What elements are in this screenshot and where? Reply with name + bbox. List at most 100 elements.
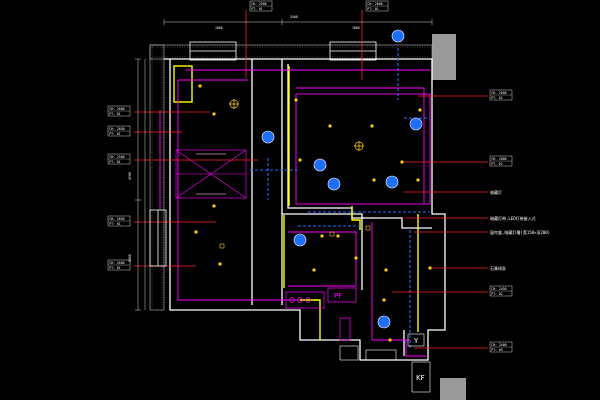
downlight-icon <box>294 98 298 102</box>
vent-icon <box>329 231 335 237</box>
downlight-icon <box>218 262 222 266</box>
downlight-icon <box>194 230 198 234</box>
downlight-icon <box>212 112 216 116</box>
sprinkler-icon <box>409 117 423 131</box>
tag-line2: PT: 01 <box>251 7 263 11</box>
dim-left-overall: 4500 <box>128 172 132 180</box>
fixture-mark-pf: PF <box>334 292 342 300</box>
downlight-icon <box>312 268 316 272</box>
walls <box>164 58 446 361</box>
tag-line2: PT: 01 <box>109 160 121 164</box>
vent-icon <box>219 243 225 249</box>
downlight-icon <box>212 204 216 208</box>
downlight-icon <box>400 160 404 164</box>
annotation-note: 窗帘盒,暗藏灯槽(宽150×深200) <box>490 229 550 235</box>
kitchen-fixtures <box>285 287 357 341</box>
exterior-block-bottom-right <box>440 378 466 400</box>
fixture-mark-y: Y <box>413 337 419 345</box>
tag-line1: CH: 2600 <box>109 107 124 111</box>
dim-top-overall: 3400 <box>290 15 298 19</box>
bath-fixtures <box>339 345 397 361</box>
tag-line2: PT: 02 <box>491 292 503 296</box>
sprinkler-icon <box>391 29 405 43</box>
downlight-icon <box>320 234 324 238</box>
downlight-icon <box>428 266 432 270</box>
fixture-mark-kf-box <box>411 361 431 393</box>
tag-line1: CH: 2450 <box>491 287 506 291</box>
wall-faces <box>173 65 419 340</box>
tag-line1: CH: 2500 <box>109 155 124 159</box>
downlight-icon <box>416 178 420 182</box>
pendant-light-icon <box>229 99 239 109</box>
corridor-hatch <box>175 149 247 199</box>
tag-line2: PT: 02 <box>491 162 503 166</box>
vent-icon <box>365 225 371 231</box>
dim-top-left: 1600 <box>215 26 223 30</box>
downlights <box>194 84 432 342</box>
downlight-icon <box>388 338 392 342</box>
duct-lines <box>250 48 430 350</box>
downlight-icon <box>384 268 388 272</box>
downlight-icon <box>372 178 376 182</box>
ceiling-lights <box>229 99 364 151</box>
downlight-icon <box>382 298 386 302</box>
tag-line2: PT: 03 <box>491 348 503 352</box>
downlight-icon <box>298 158 302 162</box>
tag-line2: PT: 01 <box>367 7 379 11</box>
tag-line1: CH: 2600 <box>109 261 124 265</box>
downlight-icon <box>336 234 340 238</box>
tag-line1: CH: 2800 <box>491 157 506 161</box>
dim-top-right: 1800 <box>352 26 360 30</box>
downlight-icon <box>418 108 422 112</box>
annotation-note: 暗藏灯 <box>490 189 502 195</box>
sprinkler-icon <box>293 233 307 247</box>
window-left <box>149 209 167 267</box>
fixture-mark-kf: KF <box>416 374 425 382</box>
dim-left-lower: 1800 <box>128 254 132 262</box>
fixture-mark-y-box <box>407 333 425 347</box>
sprinkler-heads <box>261 29 423 329</box>
tag-line1: CH: 2800 <box>367 2 382 6</box>
tag-line1: CH: 2600 <box>491 91 506 95</box>
downlight-icon <box>328 124 332 128</box>
tag-line2: PT: 01 <box>109 112 121 116</box>
window-top-right <box>329 41 377 61</box>
leader-lines <box>134 10 488 349</box>
pendant-light-icon <box>354 141 364 151</box>
tag-line1: CH: 2400 <box>491 343 506 347</box>
tag-line1: CH: 2650 <box>109 217 124 221</box>
annotation-note: 暗藏灯带,LED灯带嵌入式 <box>490 215 536 221</box>
sprinkler-icon <box>385 175 399 189</box>
square-fixtures <box>219 225 371 249</box>
downlight-icon <box>370 124 374 128</box>
tag-line2: PT: 01 <box>109 132 121 136</box>
sprinkler-icon <box>377 315 391 329</box>
tag-line2: PT: 01 <box>109 222 121 226</box>
tag-line1: CH: 2500 <box>251 2 266 6</box>
exterior-block-top-right <box>432 34 456 80</box>
window-top-left <box>189 41 237 61</box>
tag-line2: PT: 02 <box>491 96 503 100</box>
tag-line1: CH: 2650 <box>109 127 124 131</box>
ceiling-lines <box>159 69 431 357</box>
downlight-icon <box>354 256 358 260</box>
annotation-note: 石膏线条 <box>490 265 506 271</box>
sprinkler-icon <box>327 177 341 191</box>
downlight-icon <box>198 84 202 88</box>
